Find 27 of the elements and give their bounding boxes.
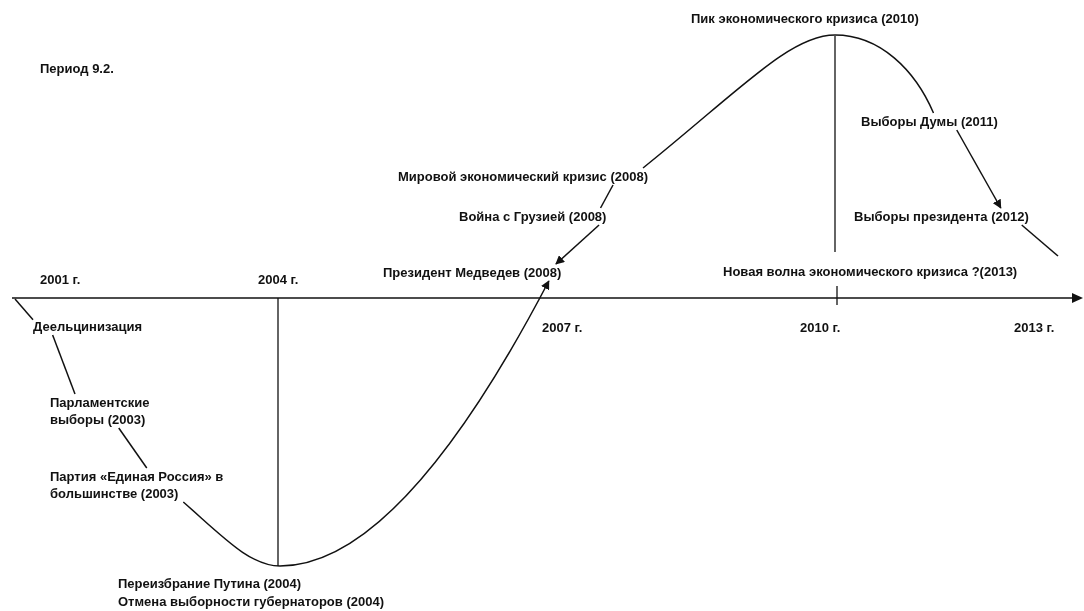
event-label: Война с Грузией (2008) — [459, 208, 607, 225]
event-label: Выборы Думы (2011) — [861, 113, 998, 130]
curve-line — [14, 298, 34, 321]
event-label: Мировой экономический кризис (2008) — [398, 168, 648, 185]
curve-line — [599, 184, 614, 209]
event-label: Новая волна экономического кризиса ?(2013) — [723, 263, 1018, 280]
year-label: 2007 г. — [542, 319, 583, 336]
arrow — [956, 129, 1002, 209]
event-label: Парламентские выборы (2003) — [50, 394, 175, 428]
event-label: Президент Медведев (2008) — [383, 264, 562, 281]
arrow — [555, 224, 600, 265]
event-label: Переизбрание Путина (2004) — [118, 575, 302, 592]
year-label: 2004 г. — [258, 271, 299, 288]
curve-line — [51, 334, 76, 395]
event-label: Деельцинизация — [33, 318, 143, 335]
arrow — [182, 280, 550, 567]
curve-line — [118, 427, 148, 469]
curve-line — [1021, 224, 1059, 257]
year-label: 2010 г. — [800, 319, 841, 336]
diagram-title: Период 9.2. — [40, 60, 114, 77]
year-label: 2001 г. — [40, 271, 81, 288]
event-label: Партия «Единая Россия» в большинстве (2003) — [50, 468, 265, 502]
curve-line — [642, 34, 935, 169]
event-label: Отмена выборности губернаторов (2004) — [118, 593, 384, 610]
year-label: 2013 г. — [1014, 319, 1055, 336]
event-label: Выборы президента (2012) — [854, 208, 1029, 225]
event-label: Пик экономического кризиса (2010) — [691, 10, 919, 27]
